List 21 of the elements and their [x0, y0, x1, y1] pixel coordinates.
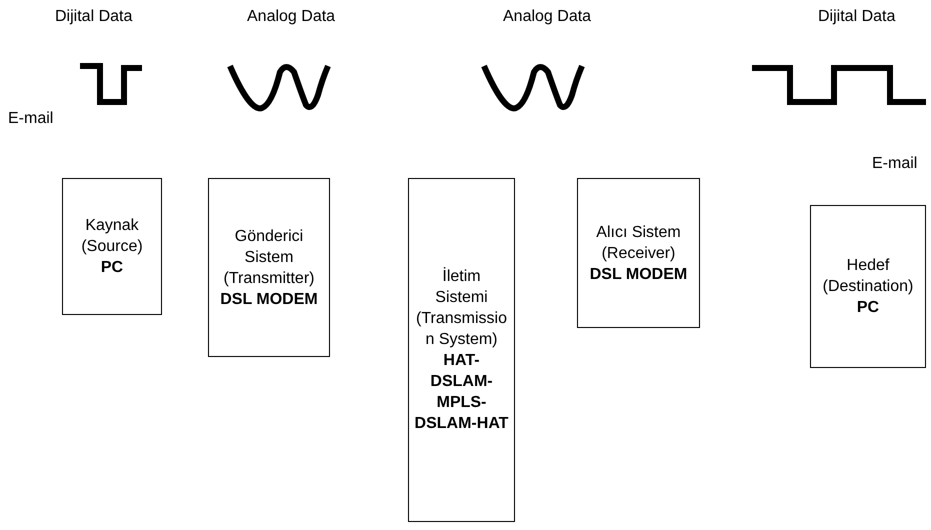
- email-label: E-mail: [8, 110, 54, 128]
- process-box: [810, 205, 926, 368]
- box-subtitle: DSL MODEM: [220, 290, 318, 310]
- process-box: [577, 178, 700, 328]
- box-subtitle: PC: [856, 298, 880, 318]
- process-box: [208, 178, 330, 357]
- data-type-label: Dijital Data: [55, 8, 132, 26]
- data-type-label: Analog Data: [247, 8, 336, 26]
- box-title: Gönderici Sistem (Transmitter): [222, 226, 316, 288]
- box-subtitle: PC: [100, 258, 124, 278]
- box-title: İletim Sistemi (Transmission System): [415, 266, 508, 350]
- process-box: [62, 178, 162, 315]
- box-title: Hedef (Destination): [822, 256, 914, 297]
- email-label: E-mail: [872, 155, 918, 173]
- box-title: Alıcı Sistem (Receiver): [595, 222, 682, 264]
- box-subtitle: DSL MODEM: [590, 264, 688, 284]
- process-box: [408, 178, 515, 522]
- box-subtitle: HAT-DSLAM-MPLS-DSLAM-HAT: [414, 351, 509, 434]
- data-type-label: Dijital Data: [818, 8, 896, 26]
- data-type-label: Analog Data: [503, 8, 592, 26]
- box-title: Kaynak (Source): [80, 216, 144, 257]
